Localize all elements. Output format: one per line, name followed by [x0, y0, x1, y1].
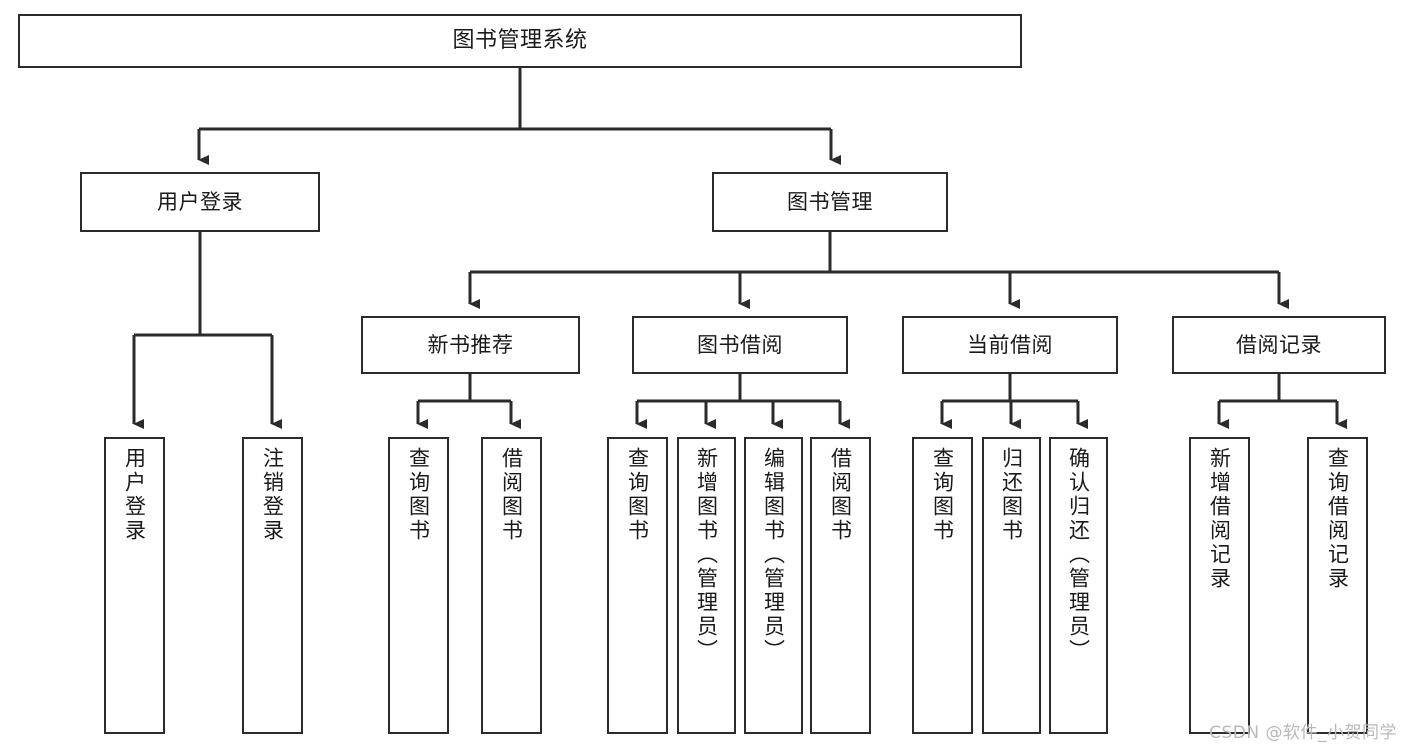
node-label: 确认归还（管理员）: [1066, 447, 1091, 663]
node-root-system[interactable]: 图书管理系统: [18, 14, 1022, 68]
node-leaf-borrow-book-1[interactable]: 借阅图书: [481, 437, 542, 734]
node-borrow-record[interactable]: 借阅记录: [1172, 316, 1386, 374]
node-label: 借阅图书: [499, 447, 524, 543]
node-user-login[interactable]: 用户登录: [80, 172, 320, 232]
node-leaf-return-book[interactable]: 归还图书: [982, 437, 1041, 734]
node-leaf-edit-book[interactable]: 编辑图书（管理员）: [744, 437, 803, 734]
node-leaf-add-book[interactable]: 新增图书（管理员）: [677, 437, 736, 734]
node-leaf-confirm-return[interactable]: 确认归还（管理员）: [1049, 437, 1108, 734]
node-label: 新增图书（管理员）: [694, 447, 719, 663]
node-label: 注销登录: [260, 447, 285, 543]
node-leaf-query-book-2[interactable]: 查询图书: [607, 437, 668, 734]
node-leaf-logout[interactable]: 注销登录: [242, 437, 303, 734]
node-leaf-query-book-3[interactable]: 查询图书: [912, 437, 973, 734]
node-label: 查询图书: [625, 447, 650, 543]
node-label: 图书借阅: [697, 332, 783, 357]
node-label: 用户登录: [122, 447, 147, 543]
node-label: 当前借阅: [967, 332, 1053, 357]
node-label: 归还图书: [999, 447, 1024, 543]
node-leaf-user-login[interactable]: 用户登录: [104, 437, 165, 734]
node-book-borrow[interactable]: 图书借阅: [632, 316, 848, 374]
node-label: 查询图书: [930, 447, 955, 543]
node-label: 新增借阅记录: [1207, 447, 1232, 591]
node-label: 借阅图书: [828, 447, 853, 543]
node-label: 新书推荐: [427, 332, 514, 357]
watermark: CSDN @软件_小贺同学: [1209, 723, 1397, 743]
node-leaf-borrow-book-2[interactable]: 借阅图书: [810, 437, 871, 734]
node-new-book-recommend[interactable]: 新书推荐: [361, 316, 580, 374]
node-label: 借阅记录: [1236, 332, 1322, 357]
node-label: 图书管理: [787, 189, 873, 214]
node-label: 查询借阅记录: [1325, 447, 1350, 591]
node-book-management[interactable]: 图书管理: [712, 172, 948, 232]
node-leaf-add-record[interactable]: 新增借阅记录: [1189, 437, 1250, 734]
node-leaf-query-book-1[interactable]: 查询图书: [388, 437, 449, 734]
node-current-borrow[interactable]: 当前借阅: [902, 316, 1118, 374]
node-label: 查询图书: [406, 447, 431, 543]
node-label: 图书管理系统: [452, 28, 588, 54]
node-label: 编辑图书（管理员）: [761, 447, 786, 663]
node-label: 用户登录: [157, 189, 243, 214]
node-leaf-query-record[interactable]: 查询借阅记录: [1307, 437, 1368, 734]
